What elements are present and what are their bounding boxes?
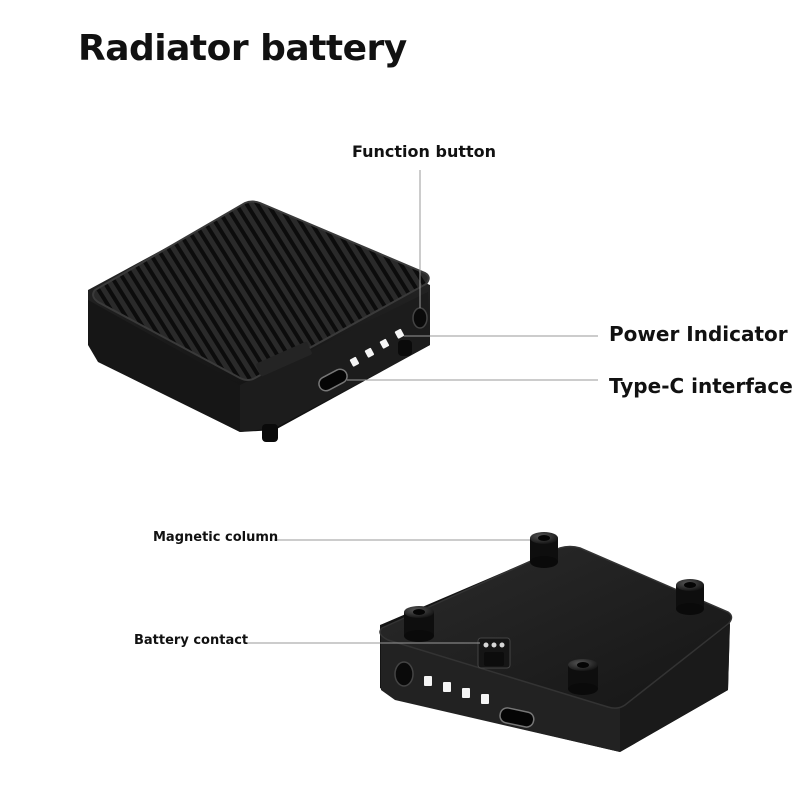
bottom-indicator-leds [424,676,489,704]
leader-lines [248,170,598,644]
bottom-device [379,532,733,752]
power-indicator-leds [349,328,405,367]
function-button-knob [412,307,428,329]
magnetic-column-label: Magnetic column [153,530,279,545]
type-c-interface-label: Type-C interface [609,374,793,398]
type-c-port [318,368,348,392]
battery-contact-pins [477,637,511,669]
function-button-label: Function button [352,142,497,161]
power-indicator-label: Power Indicator [609,322,788,346]
battery-contact-label: Battery contact [134,633,249,648]
top-device [88,200,430,442]
magnetic-columns [404,532,704,695]
page-title: Radiator battery [78,28,407,69]
